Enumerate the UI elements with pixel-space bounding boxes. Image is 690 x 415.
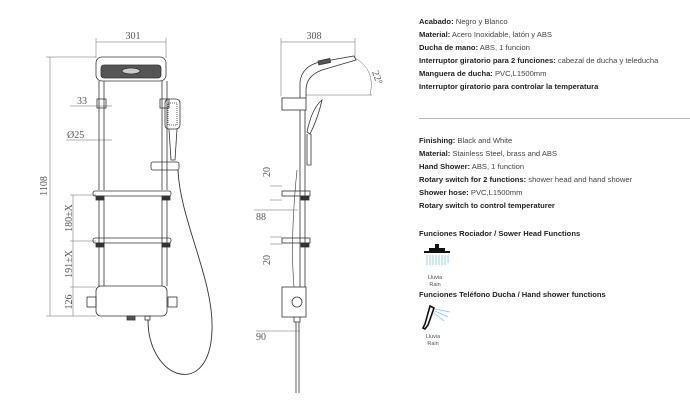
spec-value: ABS, 1 function	[470, 162, 525, 171]
function-label-es: Lluvia	[427, 275, 443, 281]
spec-line: Rotary switch to control temperaturer	[419, 199, 555, 212]
spec-line: Acabado: Negro y Blanco	[419, 15, 508, 28]
spec-line: Interruptor giratorio para 2 funciones: …	[419, 54, 658, 67]
spec-value: shower head and hand shower	[526, 175, 633, 184]
mixer-depth-label: 90	[256, 332, 266, 343]
joint-dim-label: 33	[77, 96, 87, 107]
spec-label: Manguera de ducha:	[419, 69, 493, 78]
spec-value: Black and White	[455, 136, 513, 145]
spec-line: Manguera de ducha: PVC,L1500mm	[419, 67, 546, 80]
technical-drawing: 301 1108 33 Ø25 180±X 191±X 126	[39, 31, 384, 393]
divider	[419, 118, 690, 119]
spec-label: Interruptor giratorio para controlar la …	[419, 82, 599, 91]
height-dim-label: 1108	[39, 176, 50, 196]
function-label-en: Rain	[427, 341, 439, 347]
spec-line: Rotary switch for 2 functions: shower he…	[419, 173, 632, 186]
diameter-dim-label: Ø25	[67, 130, 84, 141]
side-view: 308 22° 20 88 20 90	[254, 31, 384, 393]
spec-label: Hand Shower:	[419, 162, 471, 171]
shelf-depth-label: 88	[256, 212, 266, 223]
shelf-thickness-2-label: 20	[262, 255, 273, 265]
spec-label: Material:	[419, 30, 451, 39]
spec-label: Shower hose:	[419, 188, 469, 197]
shelf-gap-1-label: 180±X	[64, 203, 75, 231]
rain-shower-head-icon	[424, 244, 450, 265]
angle-dim-label: 22°	[369, 69, 384, 86]
spec-line: Finishing: Black and White	[419, 134, 512, 147]
spec-line: Ducha de mano: ABS, 1 funcion	[419, 41, 530, 54]
spec-label: Acabado:	[419, 17, 454, 26]
spec-label: Interruptor giratorio para 2 funciones:	[419, 56, 556, 65]
front-view: 301 1108 33 Ø25 180±X 191±X 126	[39, 31, 213, 375]
hand-shower-rain-icon	[421, 304, 451, 331]
spec-label: Rotary switch to control temperaturer	[419, 201, 555, 210]
spec-value: Negro y Blanco	[453, 17, 508, 26]
spec-label: Rotary switch for 2 functions:	[419, 175, 527, 184]
spec-value: PVC,L1500mm	[492, 69, 547, 78]
spec-line: Shower hose: PVC,L1500mm	[419, 186, 522, 199]
spec-value: Acero Inoxidable, latón y ABS	[450, 30, 552, 39]
shelf-thickness-1-label: 20	[262, 167, 273, 177]
spec-value: cabezal de ducha y teleducha	[555, 56, 659, 65]
spec-label: Material:	[419, 149, 451, 158]
arm-dim-label: 308	[307, 31, 322, 42]
spec-line: Material: Acero Inoxidable, latón y ABS	[419, 28, 552, 41]
shower-head-functions-title: Funciones Rociador / Sower Head Function…	[419, 229, 581, 238]
hand-shower-functions-title: Funciones Teléfono Ducha / Hand shower f…	[419, 290, 606, 299]
function-label-en: Rain	[429, 282, 441, 288]
mixer-height-label: 126	[64, 295, 75, 310]
spec-value: ABS, 1 funcion	[478, 43, 531, 52]
spec-label: Ducha de mano:	[419, 43, 479, 52]
spec-line: Hand Shower: ABS, 1 function	[419, 160, 524, 173]
function-label-es: Lluvia	[425, 334, 441, 340]
spec-label: Finishing:	[419, 136, 456, 145]
spec-line: Material: Stainless Steel, brass and ABS	[419, 147, 557, 160]
width-dim-label: 301	[126, 31, 141, 42]
spec-line: Interruptor giratorio para controlar la …	[419, 80, 598, 93]
spec-value: Stainless Steel, brass and ABS	[450, 149, 558, 158]
shelf-gap-2-label: 191±X	[64, 249, 75, 277]
spec-value: PVC,L1500mm	[468, 188, 523, 197]
